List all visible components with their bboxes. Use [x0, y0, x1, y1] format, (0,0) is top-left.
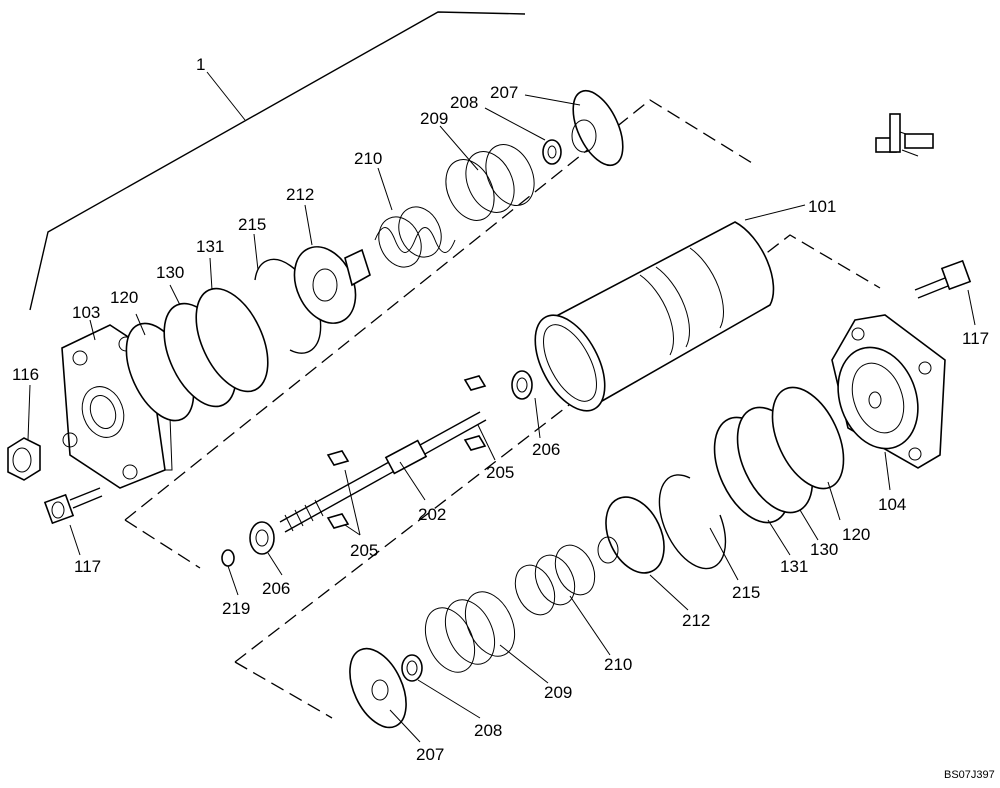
washer-208-bottom — [401, 654, 423, 682]
spring-seat-212-top — [293, 246, 371, 324]
label-104: 104 — [878, 495, 906, 514]
label-131-top: 131 — [196, 237, 224, 256]
label-206-bottom: 206 — [262, 579, 290, 598]
label-131-bottom: 131 — [780, 557, 808, 576]
leader-lines — [27, 94, 976, 743]
orientation-icon — [875, 113, 934, 157]
label-209-bottom: 209 — [544, 683, 572, 702]
assembly-bracket — [29, 11, 526, 311]
label-208-top: 208 — [450, 93, 478, 112]
rings-top-group — [125, 258, 322, 422]
label-117-left: 117 — [74, 557, 101, 576]
label-207-bottom: 207 — [416, 745, 444, 764]
label-130-top: 130 — [156, 263, 184, 282]
label-209-top: 209 — [420, 109, 448, 128]
part-labels: 1 101 103 104 116 117 117 120 120 130 13… — [12, 55, 995, 781]
label-210-bottom: 210 — [604, 655, 632, 674]
phantom-lines — [124, 99, 881, 719]
cap-207-bottom — [349, 647, 407, 729]
label-208-bottom: 208 — [474, 721, 502, 740]
spring-209-top — [445, 144, 535, 221]
label-212-bottom: 212 — [682, 611, 710, 630]
bolt-117-left — [43, 487, 103, 525]
spring-seat-212-bottom — [597, 496, 665, 574]
cylinder-body-101 — [534, 221, 775, 412]
label-210-top: 210 — [354, 149, 382, 168]
figure-code: BS07J397 — [944, 769, 995, 781]
label-103: 103 — [72, 303, 100, 322]
bushing-206-top — [511, 370, 533, 400]
label-219: 219 — [222, 599, 250, 618]
label-206-top: 206 — [532, 440, 560, 459]
bolt-117-right — [914, 259, 972, 299]
oring-219 — [221, 549, 235, 567]
collars-205 — [326, 375, 487, 529]
spring-210-bottom — [514, 544, 596, 616]
label-205-top: 205 — [486, 463, 514, 482]
label-101: 101 — [808, 197, 836, 216]
label-120-bottom: 120 — [842, 525, 870, 544]
label-assembly-1: 1 — [196, 55, 205, 74]
spring-209-bottom — [424, 591, 516, 673]
label-117-right: 117 — [962, 329, 989, 348]
bushing-206-bottom — [249, 521, 275, 555]
label-207-top: 207 — [490, 83, 518, 102]
label-205-bottom: 205 — [350, 541, 378, 560]
label-215-top: 215 — [238, 215, 266, 234]
spring-210-top — [374, 206, 456, 268]
label-120-top: 120 — [110, 288, 138, 307]
shaft-202 — [279, 411, 487, 533]
label-212-top: 212 — [286, 185, 314, 204]
label-130-bottom: 130 — [810, 540, 838, 559]
cap-207-top — [571, 89, 624, 167]
label-116: 116 — [12, 365, 39, 384]
right-flange-104 — [831, 314, 946, 469]
nut-116 — [7, 437, 41, 481]
label-202: 202 — [418, 505, 446, 524]
washer-208-top — [542, 139, 562, 165]
label-215-bottom: 215 — [732, 583, 760, 602]
rings-bottom-group — [658, 386, 845, 570]
